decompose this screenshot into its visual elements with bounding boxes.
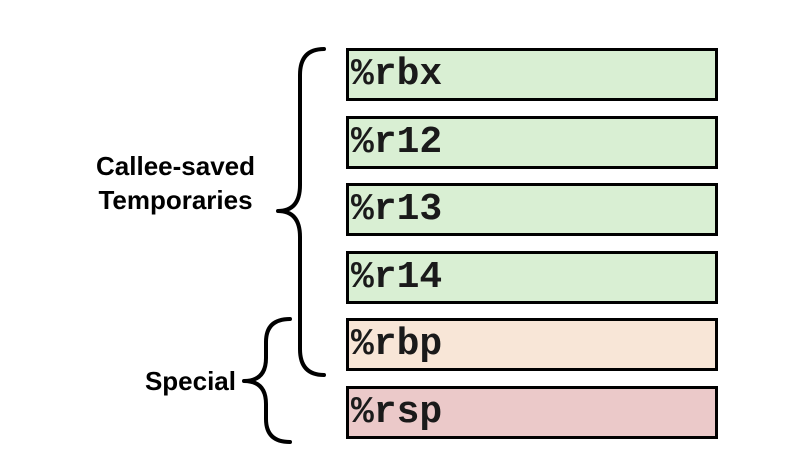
register-rbp: %rbp <box>346 318 718 371</box>
special-brace <box>242 317 292 444</box>
callee-saved-label-line1: Callee-saved <box>96 151 255 181</box>
register-rsp: %rsp <box>346 386 718 439</box>
register-name: %r12 <box>351 121 443 164</box>
register-name: %rbx <box>351 53 443 96</box>
special-label: Special <box>144 366 236 396</box>
register-r12: %r12 <box>346 116 718 169</box>
register-name: %rsp <box>351 391 443 434</box>
callee-saved-label-line2: Temporaries <box>98 185 253 215</box>
register-name: %r13 <box>351 188 443 231</box>
callee-saved-temporaries-label: Callee-saved Temporaries <box>96 149 255 217</box>
register-r13: %r13 <box>346 183 718 236</box>
register-r14: %r14 <box>346 251 718 304</box>
callee-saved-brace <box>276 47 326 377</box>
register-name: %rbp <box>351 323 443 366</box>
register-rbx: %rbx <box>346 48 718 101</box>
register-name: %r14 <box>351 256 443 299</box>
